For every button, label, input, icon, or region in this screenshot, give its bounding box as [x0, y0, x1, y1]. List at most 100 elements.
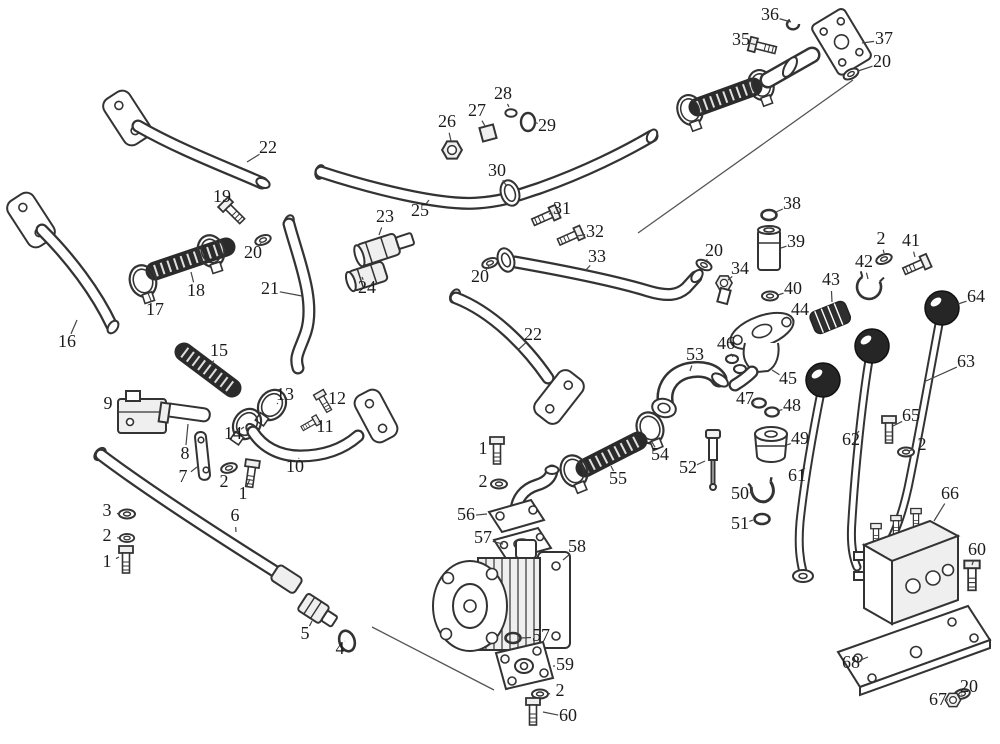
callout-number: 30: [488, 160, 506, 180]
callout-leader: [518, 342, 527, 350]
callout-leader: [492, 540, 504, 545]
pipe-6: [93, 446, 303, 594]
callout-leader: [749, 519, 754, 522]
pump-58: [432, 539, 571, 652]
callout-leader: [957, 300, 967, 305]
callout-leader: [971, 560, 975, 566]
clamp-42: [855, 271, 885, 301]
callout-number: 50: [731, 483, 749, 503]
callout-leader: [777, 292, 784, 296]
bolt-41: [900, 253, 933, 279]
callout-leader: [865, 272, 869, 280]
diagram-artwork: [6, 8, 992, 726]
housing-45: [728, 311, 795, 392]
callout-number: 40: [784, 278, 802, 298]
callout-leader: [279, 291, 303, 297]
callout-number: 22: [524, 324, 542, 344]
callout-number: 1: [103, 551, 112, 571]
callout-number: 12: [328, 388, 346, 408]
callout-leader: [308, 620, 313, 627]
callout-number: 22: [259, 137, 277, 157]
callout-leader: [226, 471, 229, 474]
pipe-22-top-left: [102, 89, 271, 190]
ring-48: [764, 406, 780, 418]
valve-66: [853, 507, 961, 626]
callout-number: 38: [783, 193, 801, 213]
callout-leader: [908, 449, 913, 452]
callout-leader: [775, 208, 784, 213]
callout-leader: [961, 693, 963, 695]
callout-number: 23: [376, 206, 394, 226]
callout-number: 19: [213, 186, 231, 206]
callout-leader: [246, 153, 260, 163]
washer-2: [490, 478, 508, 490]
callout-leader: [116, 408, 120, 411]
callout-leader: [892, 420, 903, 427]
callout-number: 2: [103, 525, 112, 545]
callout-leader: [780, 245, 787, 249]
callout-leader: [861, 40, 875, 44]
bolt-1: [118, 545, 134, 574]
callout-number: 21: [261, 278, 279, 298]
callout-leader: [378, 227, 383, 236]
callout-leader: [475, 513, 488, 516]
callout-number: 20: [244, 242, 262, 262]
callout-leader: [542, 711, 559, 716]
callout-leader: [704, 259, 708, 263]
callout-number: 36: [761, 4, 779, 24]
callout-number: 32: [586, 221, 604, 241]
callout-number: 25: [411, 200, 429, 220]
callout-number: 44: [791, 299, 809, 319]
callout-number: 63: [957, 351, 975, 371]
callout-number: 3: [103, 500, 112, 520]
washer-3: [118, 508, 136, 520]
callout-leader: [533, 121, 538, 124]
callout-number: 55: [609, 468, 627, 488]
pipe-10: [245, 388, 399, 463]
callout-number: 6: [231, 505, 240, 525]
callout-number: 39: [787, 231, 805, 251]
callout-number: 49: [791, 428, 809, 448]
bracket-9: [117, 390, 167, 434]
knob-64: [805, 362, 841, 398]
construction-line: [371, 626, 495, 691]
callout-number: 57: [532, 625, 550, 645]
callout-number: 29: [538, 115, 556, 135]
callout-number: 64: [967, 286, 985, 306]
clip-50: [747, 477, 775, 504]
ring-28: [504, 108, 518, 118]
pipe-21: [282, 214, 316, 375]
callout-number: 35: [732, 29, 750, 49]
callout-number: 47: [736, 388, 754, 408]
callout-leader: [584, 264, 591, 272]
callout-number: 20: [960, 676, 978, 696]
callout-number: 52: [679, 457, 697, 477]
callout-number: 27: [468, 100, 486, 120]
block-27: [478, 123, 498, 143]
callout-number: 57: [474, 527, 492, 547]
knob-64: [854, 328, 890, 364]
callout-leader: [860, 656, 869, 661]
elbow-53: [651, 360, 729, 419]
callout-leader: [258, 242, 262, 247]
hose-55: [575, 431, 648, 478]
callout-leader: [912, 251, 916, 258]
callout-number: 60: [559, 705, 577, 725]
callout-number: 18: [187, 280, 205, 300]
callout-number: 13: [276, 384, 294, 404]
callout-number: 20: [705, 240, 723, 260]
pipe-33: [496, 247, 704, 302]
callout-number: 4: [336, 638, 345, 658]
washer-2: [897, 446, 915, 458]
callout-leader: [610, 465, 615, 472]
callout-number: 2: [220, 471, 229, 491]
callout-leader: [771, 369, 780, 376]
callout-leader: [830, 290, 833, 303]
callout-number: 2: [918, 434, 927, 454]
callout-number: 26: [438, 111, 456, 131]
callout-number: 48: [783, 395, 801, 415]
callout-leader: [779, 18, 792, 23]
callout-number: 45: [779, 368, 797, 388]
callout-leader: [246, 478, 251, 487]
